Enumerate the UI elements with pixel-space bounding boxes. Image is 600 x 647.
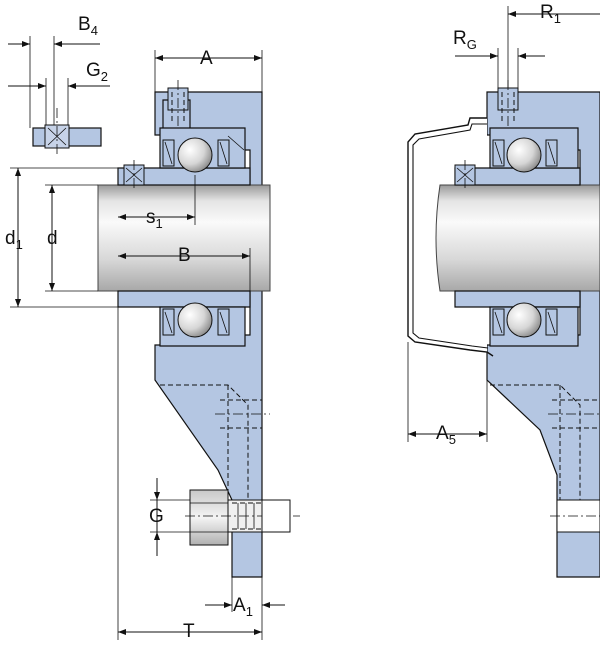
label-A: A [200, 48, 213, 69]
end-cover-inner [412, 123, 489, 349]
detail-b4-g2 [32, 108, 102, 155]
label-G2: G2 [86, 60, 108, 84]
dimension-lines-left [8, 36, 285, 640]
set-screw-left [123, 160, 145, 190]
inner-ring-left-bottom [117, 290, 251, 308]
inner-ring-right-bottom [454, 290, 581, 308]
dimension-lines-right [407, 6, 600, 442]
shaft-right [435, 184, 600, 292]
label-A1: A1 [233, 595, 253, 619]
label-G: G [149, 506, 164, 527]
grease-fitting-top-right [497, 80, 519, 135]
label-d1: d1 [5, 228, 23, 252]
shaft-left [97, 184, 271, 292]
label-T: T [183, 621, 195, 642]
bearing-bottom-left [159, 302, 246, 347]
label-B: B [178, 245, 191, 266]
label-s1: s1 [146, 207, 163, 231]
label-d: d [47, 228, 58, 249]
bearing-top-right [489, 127, 579, 173]
label-RG: RG [453, 28, 477, 52]
grease-fitting-top [167, 80, 189, 135]
left-view: A B4 G2 d1 d s1 B G A1 T [5, 14, 300, 642]
hidden-lines-left [160, 384, 270, 500]
label-A5: A5 [436, 423, 456, 447]
bearing-top-left [159, 127, 246, 173]
label-R1: R1 [540, 2, 561, 26]
right-view: R1 RG A5 [407, 2, 600, 578]
set-screw-right [454, 160, 476, 190]
hidden-lines-right [490, 384, 600, 533]
bearing-bottom-right [489, 302, 579, 347]
label-B4: B4 [78, 14, 98, 38]
mounting-bolt [185, 489, 300, 546]
